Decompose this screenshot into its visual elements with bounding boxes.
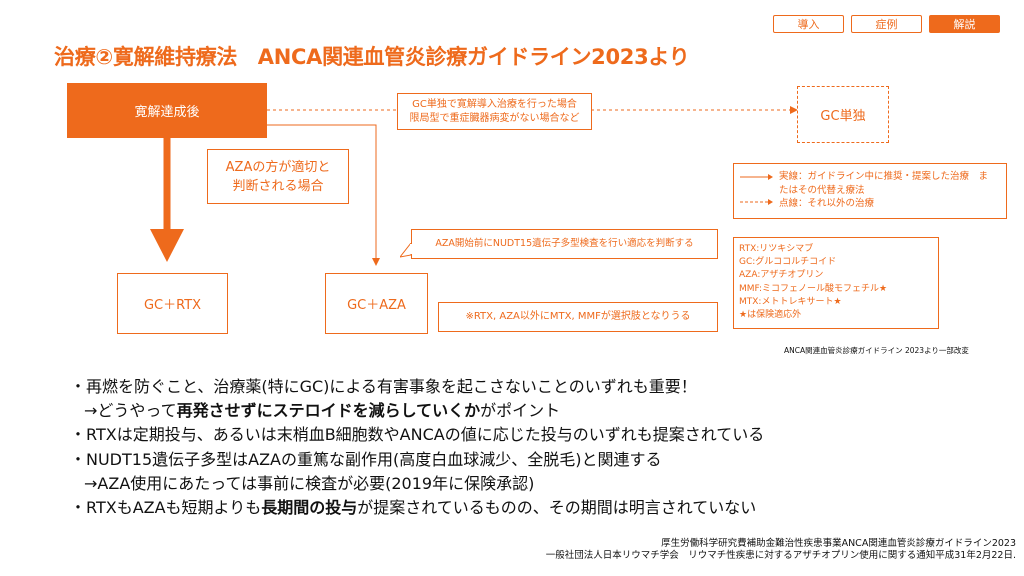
- bullet-2-suffix: がポイント: [480, 401, 561, 421]
- bullet-list: ・再燃を防ぐこと、治療薬(特にGC)による有害事象を起こさないことのいずれも重要…: [70, 375, 764, 520]
- footer-line-2: 一般社団法人日本リウマチ学会 リウマチ性疾患に対するアザチオプリン使用に関する通…: [545, 550, 1016, 561]
- abbr-mtx: MTX:メトトレキサート★: [739, 296, 842, 307]
- bullet-2: →どうやって再発させずにステロイドを減らしていくかがポイント: [70, 399, 764, 423]
- aza-appropriate-line2: 判断される場合: [232, 178, 324, 194]
- bullet-4: ・NUDT15遺伝子多型はAZAの重篤な副作用(高度白血球減少、全脱毛)と関連す…: [70, 449, 662, 469]
- abbr-note: ★は保険適応外: [739, 310, 802, 321]
- legend-box: 実線：ガイドライン中に推奨・提案した治療 ま たはその代替え療法 点線：それ以外…: [733, 163, 1007, 219]
- abbr-gc: GC:グルココルチコイド: [739, 257, 837, 268]
- mtx-mmf-note: ※RTX, AZA以外にMTX, MMFが選択肢となりうる: [438, 302, 718, 332]
- page-title: 治療②寛解維持療法 ANCA関連血管炎診療ガイドライン2023より: [54, 45, 690, 69]
- gc-single-box: GC単独: [797, 86, 889, 143]
- gc-single-condition-line2: 限局型で重症臓器病変がない場合など: [409, 112, 580, 124]
- legend-solid-text-line2: たはその代替え療法: [779, 184, 865, 196]
- tab-case[interactable]: 症例: [851, 15, 922, 33]
- legend-dashed-head: [768, 199, 773, 205]
- nudt15-callout-tail: [400, 243, 412, 258]
- footer-references: 厚生労働科学研究費補助金難治性疾患事業ANCA関連血管炎診療ガイドライン2023…: [546, 538, 1016, 562]
- main-arrow-head: [150, 229, 184, 262]
- remission-label: 寛解達成後: [134, 105, 200, 120]
- nudt15-note: AZA開始前にNUDT15遺伝子多型検査を行い適応を判断する: [411, 229, 718, 259]
- nudt15-note-text: AZA開始前にNUDT15遺伝子多型検査を行い適応を判断する: [435, 238, 694, 249]
- legend-solid-text-line1: 実線：ガイドライン中に推奨・提案した治療 ま: [779, 171, 989, 182]
- abbreviations-box: RTX:リツキシマブ GC:グルココルチコイド AZA:アザチオプリン MMF:…: [733, 237, 939, 329]
- abbr-mmf: MMF:ミコフェノール酸モフェチル★: [739, 283, 888, 294]
- gc-aza-label: GC＋AZA: [347, 298, 406, 313]
- gc-aza-box: GC＋AZA: [325, 273, 428, 334]
- bullet-6-suffix: が提案されているものの、その期間は明言されていない: [357, 498, 757, 518]
- connector-gc-aza-head: [372, 258, 380, 266]
- connector-gc-aza: [267, 124, 377, 260]
- tab-explanation[interactable]: 解説: [929, 15, 1000, 33]
- legend-dashed-text: 点線：それ以外の治療: [779, 198, 875, 209]
- gc-single-condition-box: GC単独で寛解導入治療を行った場合 限局型で重症臓器病変がない場合など: [397, 93, 592, 130]
- abbr-aza: AZA:アザチオプリン: [739, 270, 824, 281]
- gc-rtx-box: GC＋RTX: [117, 273, 228, 334]
- bullet-6-bold: 長期間の投与: [261, 498, 358, 518]
- aza-appropriate-line1: AZAの方が適切と: [225, 159, 331, 175]
- dashed-arrow-head: [790, 106, 798, 114]
- aza-appropriate-box: AZAの方が適切と 判断される場合: [207, 149, 349, 204]
- mtx-mmf-note-text: ※RTX, AZA以外にMTX, MMFが選択肢となりうる: [465, 311, 691, 322]
- abbr-rtx: RTX:リツキシマブ: [739, 244, 814, 254]
- bullet-1: ・再燃を防ぐこと、治療薬(特にGC)による有害事象を起こさないことのいずれも重要…: [70, 377, 697, 396]
- footer-line-1: 厚生労働科学研究費補助金難治性疾患事業ANCA関連血管炎診療ガイドライン2023: [661, 538, 1016, 549]
- bullet-5: →AZA使用にあたっては事前に検査が必要(2019年に保険承認): [84, 473, 535, 493]
- gc-single-condition-line1: GC単独で寛解導入治療を行った場合: [412, 98, 577, 110]
- gc-single-label: GC単独: [820, 109, 866, 124]
- gc-rtx-label: GC＋RTX: [143, 298, 202, 313]
- remission-box: 寛解達成後: [67, 83, 267, 138]
- bullet-2-bold: 再発させずにステロイドを減らしていくか: [176, 401, 481, 421]
- source-note: ANCA関連血管炎診療ガイドライン 2023より一部改変: [784, 346, 969, 355]
- tab-intro[interactable]: 導入: [773, 15, 844, 33]
- bullet-2-prefix: →どうやって: [84, 401, 177, 421]
- legend-solid-head: [768, 174, 773, 180]
- bullet-6-prefix: ・RTXもAZAも短期よりも: [70, 498, 262, 518]
- bullet-6: ・RTXもAZAも短期よりも長期間の投与が提案されているものの、その期間は明言さ…: [70, 496, 764, 520]
- bullet-3: ・RTXは定期投与、あるいは末梢血B細胞数やANCAの値に応じた投与のいずれも提…: [70, 425, 765, 445]
